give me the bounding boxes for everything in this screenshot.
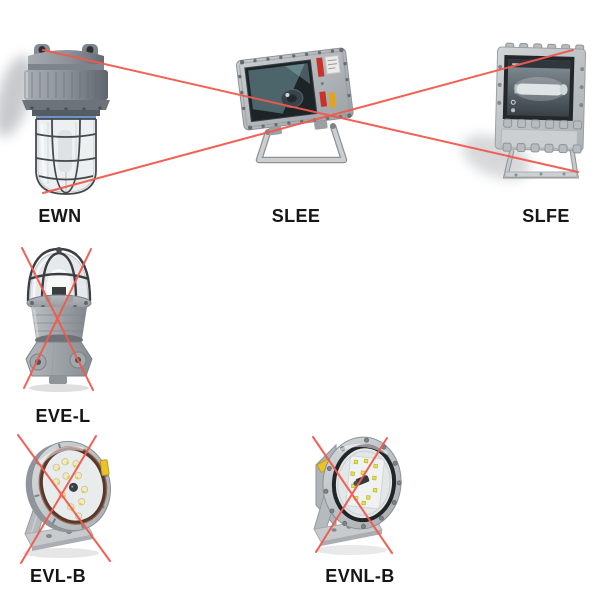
evl-b-photo [23, 440, 111, 558]
slee-photo [235, 47, 354, 164]
slfe-housing [494, 42, 587, 154]
product-evnl-b [306, 431, 402, 559]
product-evl-b [13, 430, 115, 562]
product-slfe [486, 42, 590, 188]
label-evl-b: EVL-B [30, 566, 86, 586]
product-eve-l [16, 243, 102, 395]
evnl-b-ground-shadow [315, 545, 387, 555]
ewn-glass-globe [37, 118, 95, 193]
eve-l-photo [25, 247, 93, 392]
evl-b-rating-label [99, 459, 110, 476]
product-slee [228, 46, 362, 168]
label-evnl-b: EVNL-B [325, 566, 395, 586]
slfe-bracket [502, 149, 579, 179]
slee-housing [235, 47, 354, 136]
ewn-housing [22, 50, 110, 119]
product-ewn [18, 42, 114, 202]
eve-l-ground-shadow [29, 384, 89, 392]
label-eve-l: EVE-L [35, 406, 91, 426]
eve-l-base [25, 341, 93, 384]
slfe-photo [494, 42, 587, 179]
evnl-b-photo [313, 436, 402, 555]
label-slee: SLEE [271, 206, 321, 226]
ewn-photo [22, 44, 110, 195]
label-slfe: SLFE [522, 206, 570, 226]
label-ewn: EWN [38, 206, 82, 226]
eve-l-body [31, 307, 87, 346]
